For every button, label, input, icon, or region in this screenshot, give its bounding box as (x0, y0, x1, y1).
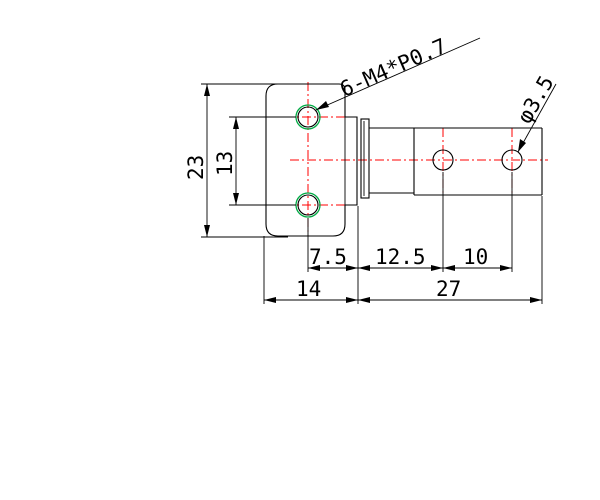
collar-outer (360, 118, 370, 199)
dim-27-label: 27 (436, 277, 461, 301)
dim-10-label: 10 (463, 245, 488, 269)
hole-callout: φ3.5 (513, 72, 559, 153)
dim-14-arrow-left (264, 297, 276, 303)
thread-leader-line (315, 37, 481, 111)
shaft-arm (369, 127, 543, 196)
dim-14-arrow-right (346, 297, 358, 303)
horizontal-extension-lines (263, 172, 543, 304)
dim-13-arrow-top (233, 117, 239, 129)
threaded-hole-bottom (297, 194, 319, 216)
dim-7-5-arrow-right (346, 265, 358, 271)
dim-23-arrow-top (204, 84, 210, 96)
dim-23-label: 23 (184, 155, 208, 180)
dim-27-arrow-right (530, 297, 542, 303)
dimension-row-2: 14 27 (264, 277, 542, 303)
dim-7-5-arrow-left (308, 265, 320, 271)
dim-13-label: 13 (213, 151, 237, 176)
dim-12-5-arrow-right (431, 265, 443, 271)
dimension-row-1: 7.5 12.5 10 (308, 245, 512, 271)
dim-23-arrow-bottom (204, 225, 210, 237)
dim-14-label: 14 (296, 277, 321, 301)
dim-10-arrow-right (500, 265, 512, 271)
through-hole-1 (432, 149, 454, 171)
dimension-13: 13 (213, 116, 296, 206)
dim-12-5-arrow-left (358, 265, 370, 271)
threaded-hole-top (297, 106, 319, 128)
dim-13-arrow-bottom (233, 193, 239, 205)
dim-27-arrow-left (358, 297, 370, 303)
thread-callout: 6-M4*P0.7 (315, 34, 481, 111)
through-hole-2 (501, 149, 523, 171)
thread-callout-label: 6-M4*P0.7 (336, 34, 450, 102)
dim-10-arrow-left (443, 265, 455, 271)
body-block (265, 83, 358, 237)
collar (360, 118, 370, 199)
hole-leader-line (517, 83, 557, 153)
body-outline (265, 83, 358, 237)
hole-callout-label: φ3.5 (513, 72, 559, 128)
dim-7-5-label: 7.5 (309, 245, 347, 269)
thread-leader-arrow (316, 101, 329, 110)
dim-12-5-label: 12.5 (375, 245, 426, 269)
through-holes (432, 149, 523, 171)
dimension-23: 23 (184, 83, 288, 238)
hole-leader-arrow (518, 139, 526, 152)
